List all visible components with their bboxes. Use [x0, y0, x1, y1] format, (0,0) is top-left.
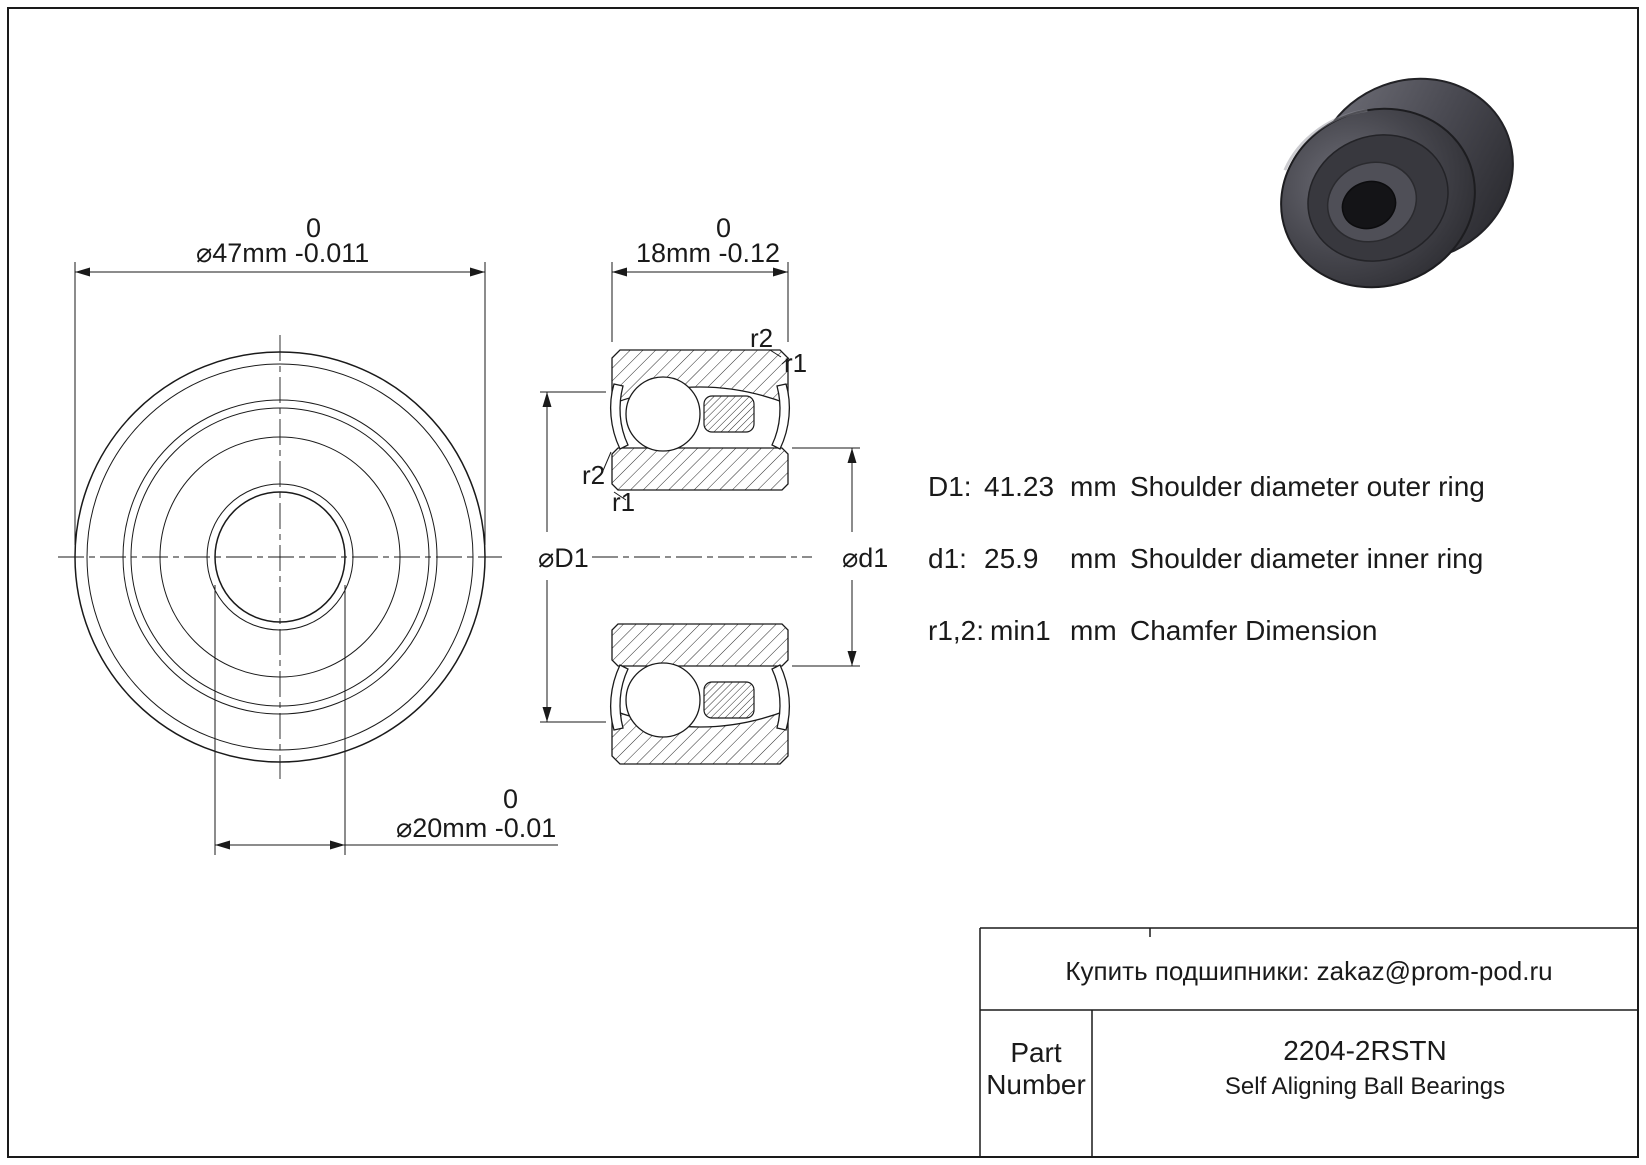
part-label-line2: Number: [986, 1069, 1086, 1100]
dim-arrow-up: [542, 392, 552, 407]
spec-value: 41.23: [984, 471, 1054, 502]
front-circle-outer-diameter: [74, 351, 486, 763]
spec-unit: mm: [1070, 471, 1117, 502]
spec-value: 25.9: [984, 543, 1039, 574]
title-block: Купить подшипники: zakaz@prom-pod.ru Par…: [979, 927, 1638, 1157]
section-view: 0 18mm -0.12 ⌀D1 ⌀d1 r2 r1: [538, 213, 888, 765]
dim-arrow-right: [470, 267, 485, 277]
dim-tolerance-upper: 0: [716, 213, 731, 243]
dim-value: ⌀47mm -0.011: [196, 238, 369, 268]
label-r2-left: r2: [582, 460, 605, 490]
dim-width: 0 18mm -0.12: [611, 213, 789, 342]
dim-label-D1: ⌀D1: [538, 543, 589, 573]
ball-bottom: [625, 662, 701, 738]
dim-arrow-right: [773, 267, 788, 277]
dim-value: 18mm -0.12: [636, 238, 780, 268]
front-circle-outer-ring-inner: [86, 363, 474, 751]
dim-value: ⌀20mm -0.01: [396, 813, 556, 843]
part-number: 2204-2RSTN: [1283, 1035, 1446, 1066]
front-view: 0 ⌀47mm -0.011 0 ⌀20mm -0.01: [58, 213, 558, 855]
seal-section-top-right: [771, 383, 790, 450]
bearing-3d-bore: [1341, 180, 1397, 230]
dim-d1: ⌀d1: [792, 447, 888, 667]
dim-arrow-right: [330, 840, 345, 850]
spec-label: d1:: [928, 543, 967, 574]
spec-description: Shoulder diameter inner ring: [1130, 543, 1483, 574]
dim-arrow-down: [542, 707, 552, 722]
spec-unit: mm: [1070, 615, 1117, 646]
cage-section-bottom: [703, 681, 755, 719]
dim-label-d1: ⌀d1: [842, 543, 888, 573]
dim-arrow-down: [847, 651, 857, 666]
label-leader: [769, 349, 782, 358]
chamfer-labels-top: r2 r1: [750, 323, 807, 378]
spec-label: D1:: [928, 471, 972, 502]
dim-D1: ⌀D1: [538, 391, 606, 723]
spec-row-r12: r1,2: min1 mm Chamfer Dimension: [928, 615, 1377, 646]
part-label-line1: Part: [1010, 1037, 1062, 1068]
dim-outer-diameter: 0 ⌀47mm -0.011: [74, 213, 486, 545]
bearing-3d-image: [1280, 77, 1514, 289]
spec-label: r1,2:: [928, 615, 984, 646]
dim-arrow-up: [847, 448, 857, 463]
dim-bore-diameter: 0 ⌀20mm -0.01: [214, 585, 558, 855]
seal-section-bottom-left: [610, 664, 629, 731]
chamfer-labels-left: r2 r1: [582, 451, 635, 517]
ball-top: [625, 376, 701, 452]
spec-unit: mm: [1070, 543, 1117, 574]
cage-section-top: [703, 395, 755, 433]
spec-rows: D1: 41.23 mm Shoulder diameter outer rin…: [928, 471, 1485, 646]
label-r1-top: r1: [784, 348, 807, 378]
spec-description: Chamfer Dimension: [1130, 615, 1377, 646]
front-circle-bore: [214, 491, 346, 623]
spec-row-D1: D1: 41.23 mm Shoulder diameter outer rin…: [928, 471, 1485, 502]
spec-row-d1: d1: 25.9 mm Shoulder diameter inner ring: [928, 543, 1483, 574]
inner-ring-section-top: [611, 447, 789, 491]
bearing-3d-highlight: [1283, 108, 1368, 171]
front-circle-seal-outer: [122, 399, 438, 715]
seal-section-top-left: [610, 383, 629, 450]
dim-tolerance-upper: 0: [306, 213, 321, 243]
dim-arrow-left: [612, 267, 627, 277]
label-leader: [781, 357, 790, 365]
front-circle-inner-shoulder: [159, 436, 401, 678]
dim-tolerance-upper: 0: [503, 784, 518, 814]
seal-section-bottom-right: [771, 664, 790, 731]
label-r1-left: r1: [612, 487, 635, 517]
front-circle-seal-inner: [206, 483, 354, 631]
front-circle-seal-groove: [130, 407, 430, 707]
label-leader: [613, 491, 627, 501]
label-r2-top: r2: [750, 323, 773, 353]
dim-arrow-left: [75, 267, 90, 277]
sheet-border: [7, 7, 1639, 1158]
contact-text: Купить подшипники: zakaz@prom-pod.ru: [1065, 956, 1552, 986]
product-type: Self Aligning Ball Bearings: [1225, 1073, 1505, 1100]
inner-ring-section-bottom: [611, 623, 789, 667]
spec-value: min1: [990, 615, 1051, 646]
dim-arrow-left: [215, 840, 230, 850]
label-leader: [601, 451, 612, 474]
spec-description: Shoulder diameter outer ring: [1130, 471, 1485, 502]
